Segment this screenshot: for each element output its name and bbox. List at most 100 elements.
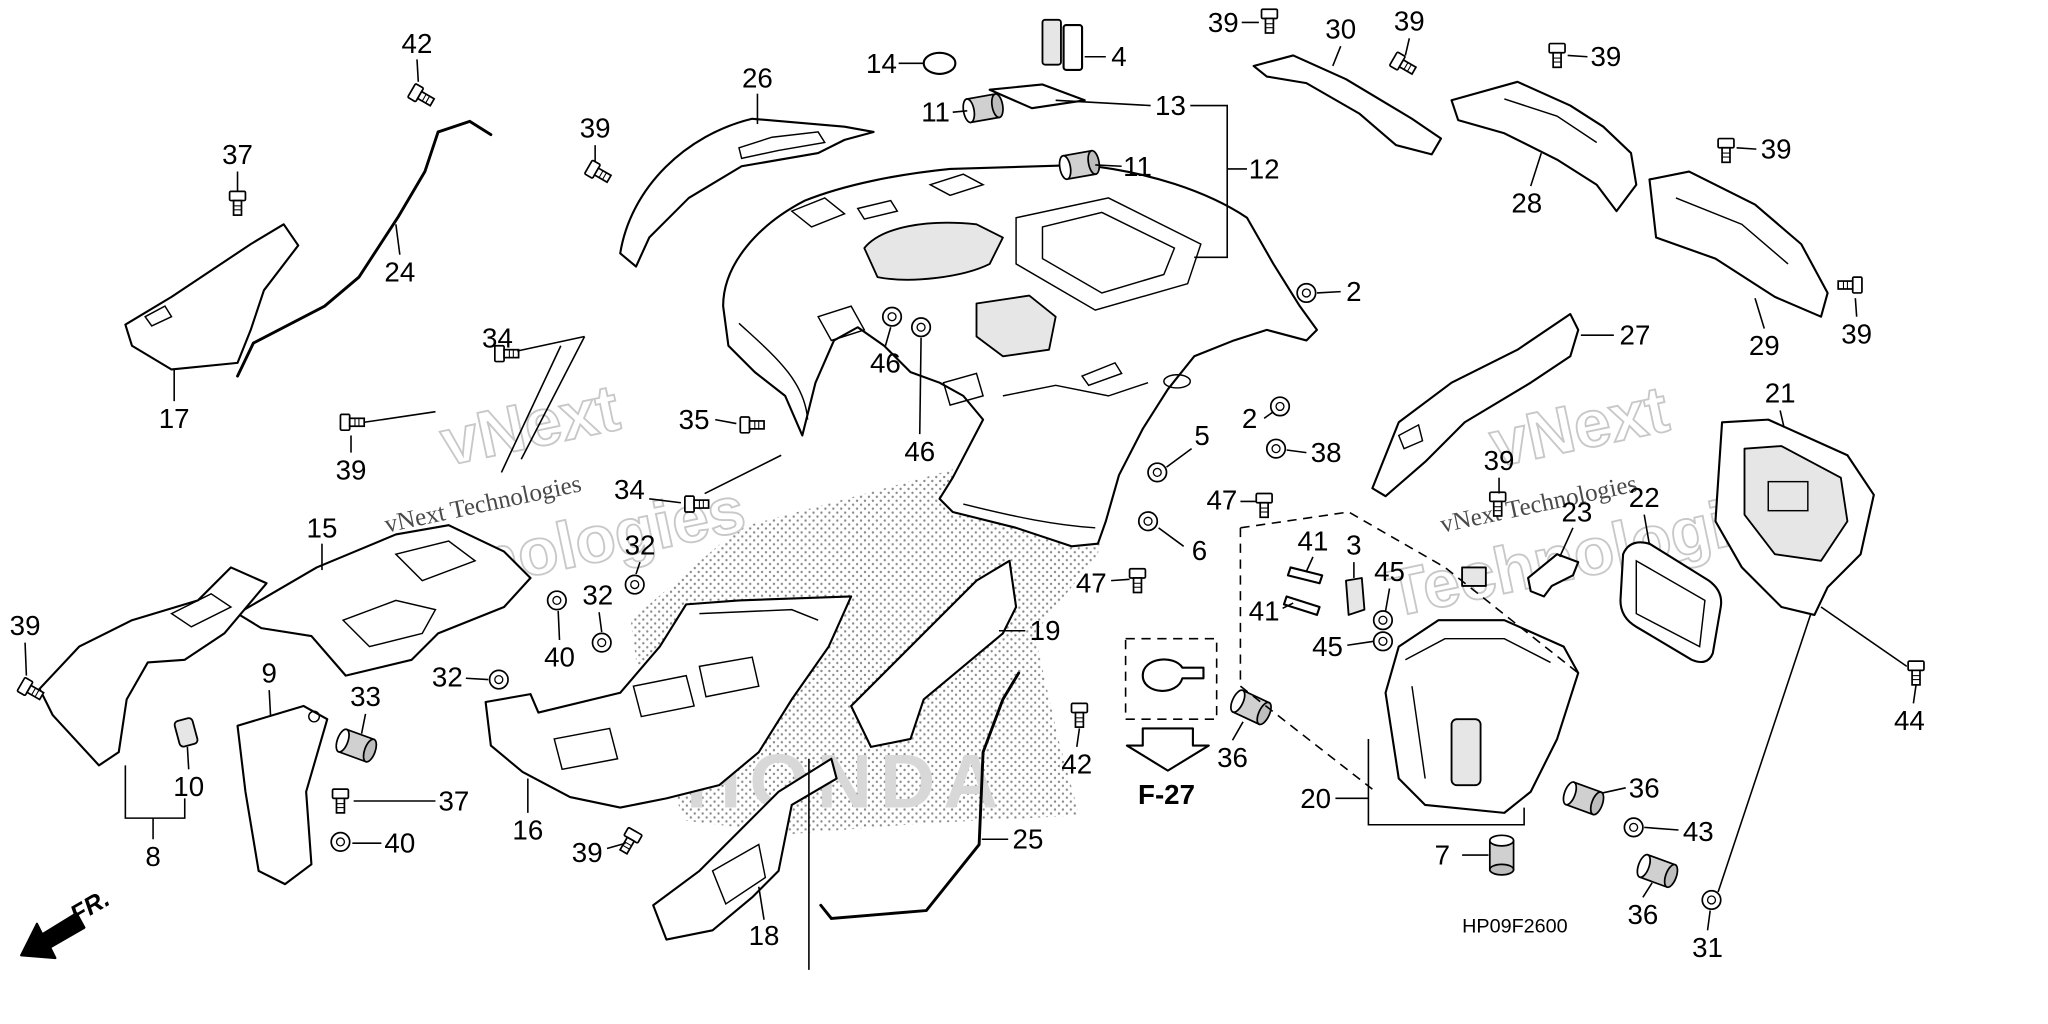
part-bracket-3 <box>1345 577 1366 616</box>
rubber-mount-icon <box>1488 834 1515 876</box>
callout-20: 20 <box>1300 783 1331 814</box>
bolt-icon <box>1388 51 1419 79</box>
bolt-icon <box>583 159 614 187</box>
callout-39: 39 <box>1394 6 1425 37</box>
callout-2: 2 <box>1242 403 1257 434</box>
callout-8: 8 <box>145 841 160 872</box>
part-cap-14 <box>922 51 957 75</box>
rubber-mount-icon <box>1633 852 1681 890</box>
callout-13: 13 <box>1155 90 1186 121</box>
part-pin-41 <box>1282 566 1324 616</box>
callout-12: 12 <box>1249 153 1280 184</box>
front-arrow: FR. <box>20 884 115 960</box>
nut-icon <box>881 306 903 327</box>
bolt-icon <box>331 788 350 814</box>
callout-34: 34 <box>482 322 513 353</box>
callout-31: 31 <box>1692 932 1723 963</box>
bolt-icon <box>1128 567 1147 594</box>
nut-icon <box>1372 610 1394 631</box>
rubber-mount-icon <box>960 92 1006 125</box>
bolt-icon <box>406 82 438 110</box>
callout-36: 36 <box>1627 899 1658 930</box>
callout-28: 28 <box>1511 188 1542 219</box>
callout-2: 2 <box>1346 276 1361 307</box>
callout-36: 36 <box>1217 742 1248 773</box>
bolt-icon <box>1907 660 1925 686</box>
grommet-icon <box>332 726 380 765</box>
callout-41: 41 <box>1249 595 1280 626</box>
callout-45: 45 <box>1312 631 1343 662</box>
nut-icon <box>1623 817 1644 838</box>
bolt-icon <box>1837 276 1863 294</box>
callout-44: 44 <box>1894 705 1925 736</box>
group-outline-20 <box>1239 511 1579 790</box>
reference-label: F-27 <box>1138 779 1195 810</box>
bolt-icon <box>228 190 247 216</box>
callout-22: 22 <box>1629 482 1660 513</box>
callout-16: 16 <box>512 815 543 846</box>
nut-icon <box>591 632 612 653</box>
callout-25: 25 <box>1013 824 1044 855</box>
part-side-cover-8 <box>38 566 268 767</box>
part-fender-trim-upper <box>619 117 875 268</box>
nut-icon <box>1137 511 1159 532</box>
callout-27: 27 <box>1620 320 1651 351</box>
callout-17: 17 <box>159 403 190 434</box>
leader-lines <box>24 21 1917 931</box>
nut-icon <box>1147 462 1168 483</box>
callout-9: 9 <box>261 657 276 688</box>
callout-4: 4 <box>1111 41 1126 72</box>
bolt-icon <box>1717 137 1735 164</box>
callout-26: 26 <box>742 62 773 93</box>
callout-47: 47 <box>1076 568 1107 599</box>
nut-icon <box>1265 438 1287 459</box>
callout-32: 32 <box>432 661 463 692</box>
part-stay-29 <box>1648 170 1829 318</box>
part-taillight-housing-21 <box>1714 418 1875 616</box>
callout-7: 7 <box>1435 840 1450 871</box>
callout-46: 46 <box>870 347 901 378</box>
part-gasket-22 <box>1619 541 1723 664</box>
callout-39: 39 <box>1208 7 1239 38</box>
nut-icon <box>488 669 509 690</box>
bolt-icon <box>739 416 765 434</box>
callout-34: 34 <box>614 474 645 505</box>
nut-icon <box>624 574 645 595</box>
part-tray-15 <box>236 524 532 677</box>
figure-code: HP09F2600 <box>1462 915 1568 937</box>
part-clip-4 <box>1041 18 1084 71</box>
part-lower-fender-16 <box>484 595 853 809</box>
part-cover-17 <box>124 223 300 371</box>
bolt-icon <box>1070 702 1089 728</box>
callout-42: 42 <box>402 28 433 59</box>
part-cable-25 <box>819 671 1021 920</box>
callout-35: 35 <box>679 404 710 435</box>
nut-icon <box>546 590 567 611</box>
part-storage-box-20 <box>1384 619 1580 814</box>
callout-40: 40 <box>544 642 575 673</box>
callout-39: 39 <box>1841 318 1872 349</box>
part-cable-24 <box>236 119 493 378</box>
callout-39: 39 <box>10 610 41 641</box>
callout-3: 3 <box>1346 529 1361 560</box>
callout-32: 32 <box>582 580 613 611</box>
callout-29: 29 <box>1749 330 1780 361</box>
callout-37: 37 <box>222 139 253 170</box>
rubber-mount-icon <box>1559 779 1608 818</box>
callout-39: 39 <box>1761 134 1792 165</box>
callout-23: 23 <box>1561 496 1592 527</box>
callout-39: 39 <box>1484 445 1515 476</box>
nut-icon <box>910 317 932 338</box>
callout-33: 33 <box>350 681 381 712</box>
part-stay-28 <box>1450 80 1638 213</box>
nut-icon <box>330 831 351 852</box>
callout-14: 14 <box>866 48 897 79</box>
callout-36: 36 <box>1629 772 1660 803</box>
callout-43: 43 <box>1683 816 1714 847</box>
nut-icon <box>1269 396 1291 417</box>
callout-39: 39 <box>580 112 611 143</box>
part-bracket-30 <box>1252 54 1443 156</box>
callout-11: 11 <box>921 97 950 128</box>
callout-10: 10 <box>173 771 204 802</box>
nut-icon <box>1372 631 1394 652</box>
